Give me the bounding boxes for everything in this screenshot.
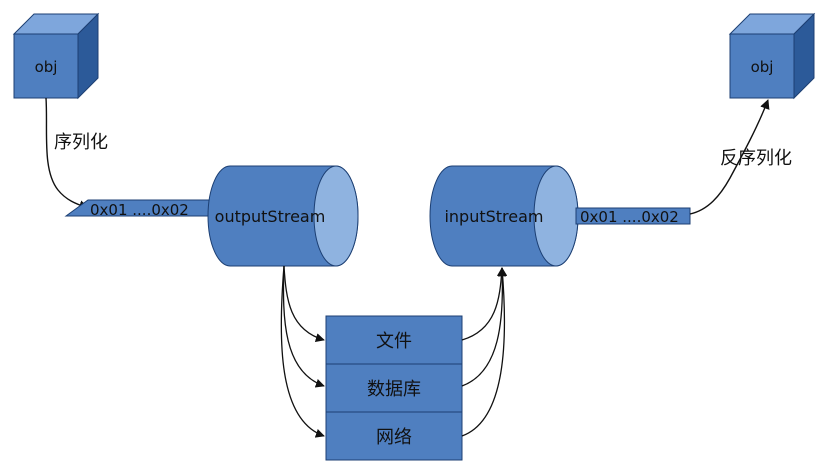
deserialize-label: 反序列化	[720, 148, 792, 169]
right-bytes-label: 0x01 ....0x02	[580, 208, 679, 226]
storage-file-box	[325, 315, 463, 365]
database-to-input-arrow	[461, 267, 507, 387]
output-to-database-arrow	[282, 265, 325, 388]
right-byte-strip: 0x01 ....0x02	[575, 207, 691, 226]
storage-database-label: 数据库	[367, 379, 421, 400]
storage-database-box	[325, 363, 463, 413]
target-object-label: obj	[751, 58, 774, 76]
output-to-file-arrow	[283, 265, 325, 343]
deserialize-arrow	[689, 99, 770, 215]
input-stream-cylinder: inputStream	[429, 165, 579, 267]
serialize-arrow	[45, 97, 89, 210]
source-object-cube: obj	[12, 12, 100, 100]
output-stream-cylinder: outputStream	[207, 165, 359, 267]
source-object-label: obj	[35, 58, 58, 76]
output-to-storage-arrows	[280, 265, 325, 438]
output-stream-label: outputStream	[215, 207, 326, 226]
input-stream-label: inputStream	[444, 207, 543, 226]
target-object-cube: obj	[728, 12, 816, 100]
file-to-input-arrow	[461, 267, 507, 341]
storage-stack: 文件 数据库 网络	[325, 315, 463, 461]
left-byte-strip: 0x01 ....0x02	[64, 199, 213, 219]
network-to-input-arrow	[461, 267, 508, 437]
storage-network-label: 网络	[376, 427, 412, 448]
output-to-network-arrow	[280, 265, 325, 438]
storage-network-box	[325, 411, 463, 461]
storage-to-input-arrows	[461, 267, 508, 437]
serialize-label: 序列化	[54, 132, 108, 153]
storage-file-label: 文件	[376, 331, 412, 352]
left-bytes-label: 0x01 ....0x02	[90, 201, 189, 219]
